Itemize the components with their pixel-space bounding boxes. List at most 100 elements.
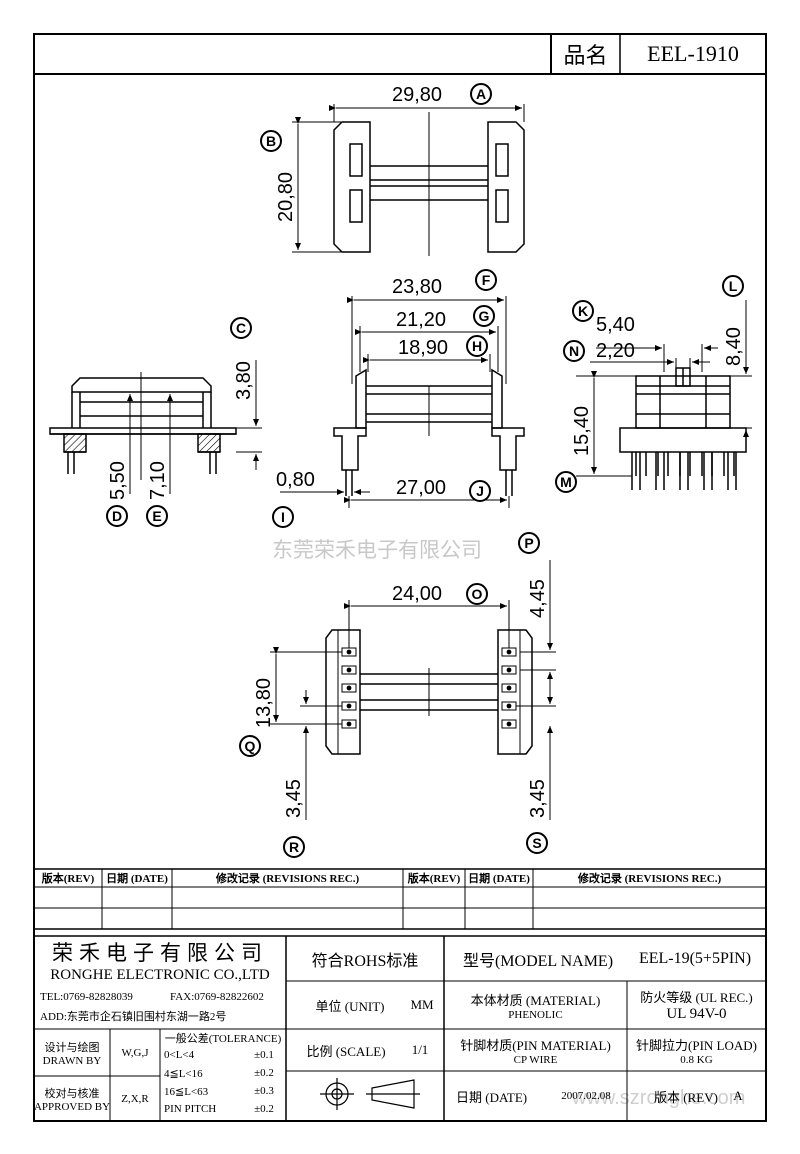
drawn-by-label-en: DRAWN BY [42, 1054, 102, 1067]
marker-K: K [572, 300, 594, 322]
svg-text:B: B [266, 133, 276, 149]
marker-I: I [272, 506, 294, 528]
dim-O-value: 24,00 [392, 583, 442, 605]
material-value: PHENOLIC [508, 1008, 563, 1021]
company-fax: FAX:0769-82822602 [170, 991, 264, 1003]
dimension-values: 29,80 20,80 3,80 5,50 7,10 23,80 21,20 1… [107, 84, 745, 818]
marker-E: E [146, 505, 168, 527]
marker-L: L [722, 275, 744, 297]
scale-value: 1/1 [411, 1042, 429, 1057]
rev-header-rec-2: 修改记录 (REVISIONS REC.) [577, 873, 722, 885]
bottom-view [270, 560, 556, 820]
marker-R: R [283, 836, 305, 858]
dim-E-value: 7,10 [147, 461, 169, 500]
tolerance-value-1: ±0.1 [254, 1049, 274, 1061]
marker-Q: Q [239, 735, 261, 757]
dim-J-value: 27,00 [396, 477, 446, 499]
tolerance-value-2: ±0.2 [254, 1067, 274, 1079]
svg-text:H: H [472, 338, 482, 354]
tolerance-range-1: 0<L<4 [164, 1049, 195, 1061]
dim-G-value: 21,20 [396, 309, 446, 331]
unit-label: 单位 (UNIT) [315, 998, 385, 1014]
svg-text:C: C [236, 320, 246, 336]
model-name-value: EEL-19(5+5PIN) [638, 949, 752, 967]
rohs-compliance: 符合ROHS标准 [311, 952, 419, 970]
dim-F-value: 23,80 [392, 276, 442, 298]
approved-by-label: 校对与核准 APPROVED BY [34, 1076, 110, 1121]
tolerance-title: 一般公差(TOLERANCE) [164, 1033, 282, 1045]
unit-value: MM [410, 997, 434, 1012]
approved-by-label-cn: 校对与核准 [44, 1087, 100, 1100]
marker-J: J [469, 480, 491, 502]
drawn-by-label: 设计与绘图 DRAWN BY [34, 1029, 110, 1076]
model-name-label: 型号(MODEL NAME) [462, 952, 614, 970]
dim-D-value: 5,50 [107, 461, 129, 500]
rev-header-rec-1: 修改记录 (REVISIONS REC.) [215, 873, 360, 885]
company-address: ADD:东莞市企石镇旧围村东湖一路2号 [40, 1011, 227, 1023]
pin-load-cell: 针脚拉力(PIN LOAD) 0.8 KG [627, 1029, 766, 1071]
marker-N: N [563, 340, 585, 362]
pin-material-label: 针脚材质(PIN MATERIAL) [460, 1037, 611, 1053]
company-tel: TEL:0769-82828039 [40, 991, 133, 1003]
revision-table-grid [33, 868, 767, 930]
svg-text:I: I [281, 509, 285, 525]
fire-rating-cell: 防火等级 (UL REC.) UL 94V-0 [627, 981, 766, 1029]
dim-R-value: 3,45 [283, 779, 305, 818]
marker-C: C [230, 317, 252, 339]
svg-text:E: E [152, 508, 161, 524]
dim-L-value: 8,40 [723, 327, 745, 366]
pin-material-cell: 针脚材质(PIN MATERIAL) CP WIRE [444, 1029, 627, 1071]
company-name-en: RONGHE ELECTRONIC CO.,LTD [50, 966, 270, 983]
scale-label: 比例 (SCALE) [306, 1043, 386, 1059]
marker-D: D [106, 505, 128, 527]
svg-text:K: K [578, 303, 588, 319]
svg-text:L: L [729, 278, 738, 294]
revision-value: A [733, 1088, 743, 1103]
dim-C-value: 3,80 [233, 361, 255, 400]
date-label: 日期 (DATE) [456, 1089, 528, 1105]
svg-text:P: P [524, 535, 533, 551]
svg-text:O: O [472, 586, 483, 602]
rev-header-rev-1: 版本(REV) [41, 873, 95, 885]
dim-H-value: 18,90 [398, 337, 448, 359]
watermark-url: www.szronghe.com [571, 1087, 745, 1109]
drawn-by-label-cn: 设计与绘图 [44, 1041, 100, 1054]
rev-header-date-1: 日期 (DATE) [106, 873, 168, 885]
dim-A-value: 29,80 [392, 84, 442, 106]
tolerance-range-2: 4≦L<16 [164, 1067, 203, 1080]
svg-text:F: F [482, 272, 491, 288]
reference-markers: A B C D E F G H I J K L M N O P Q R S [106, 83, 744, 858]
marker-S: S [526, 832, 548, 854]
tolerance-range-3: 16≦L<63 [164, 1085, 209, 1098]
svg-text:M: M [560, 474, 572, 490]
pin-load-value: 0.8 KG [680, 1053, 713, 1066]
part-name-label: 品名 [563, 43, 608, 68]
marker-O: O [466, 583, 488, 605]
dim-N-value: 2,20 [596, 340, 635, 362]
svg-text:D: D [112, 508, 122, 524]
rev-header-date-2: 日期 (DATE) [468, 873, 530, 885]
marker-F: F [475, 269, 497, 291]
part-name-value: EEL-1910 [647, 41, 739, 66]
marker-B: B [260, 130, 282, 152]
dim-K-value: 5,40 [596, 314, 635, 336]
revision-label: 版本 (REV) [654, 1089, 718, 1105]
svg-text:J: J [476, 483, 484, 499]
dim-S-value: 3,45 [527, 779, 549, 818]
dim-M-value: 15,40 [571, 406, 593, 456]
watermark-cn: 东莞荣禾电子有限公司 [272, 539, 482, 562]
material-cell: 本体材质 (MATERIAL) PHENOLIC [444, 981, 627, 1029]
date-value: 2007.02.08 [561, 1090, 611, 1102]
outer-frame [33, 33, 767, 1122]
svg-text:N: N [569, 343, 579, 359]
company-name-cn: 荣禾电子有限公司 [52, 941, 268, 965]
approved-by-value: Z,X,R [121, 1092, 149, 1105]
svg-text:G: G [479, 308, 490, 324]
title-block-grid [34, 935, 766, 1121]
marker-M: M [555, 471, 577, 493]
marker-G: G [473, 305, 495, 327]
pin-load-label: 针脚拉力(PIN LOAD) [636, 1037, 757, 1053]
dim-I-value: 0,80 [276, 469, 315, 491]
left-side-view [49, 360, 262, 494]
